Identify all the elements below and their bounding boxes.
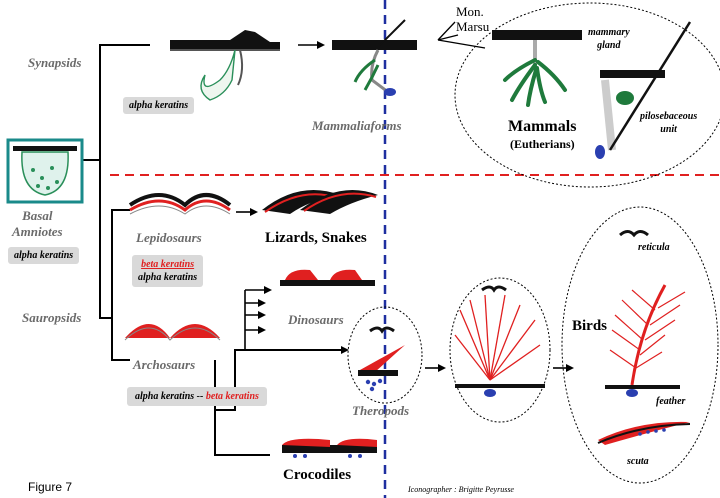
phylogeny-tree xyxy=(82,44,345,456)
protofeather-icon xyxy=(454,285,541,381)
basal-keratin-box: alpha keratins xyxy=(8,247,80,264)
mon-marsu-label: Mon. Marsu xyxy=(456,4,490,34)
protofeather-enclosure xyxy=(449,277,551,423)
eutherians-label: (Eutherians) xyxy=(510,137,575,151)
dinosaur-skin-icon xyxy=(280,269,375,286)
feather-icon xyxy=(609,284,686,386)
pilosebaceous-icon xyxy=(595,21,692,159)
lepidosaurs-label: Lepidosaurs xyxy=(136,230,202,245)
archosaur-keratin-box: alpha keratins -- beta keratins xyxy=(127,387,267,406)
mammary-gland-icon xyxy=(492,30,582,107)
mammaliaform-skin-icon xyxy=(332,19,417,96)
dinosaur-arrows xyxy=(244,289,268,350)
feather-label: feather xyxy=(656,396,686,407)
arrowheads xyxy=(258,286,349,354)
lepido-alpha-text: alpha keratins xyxy=(138,272,198,283)
scuta-label: scuta xyxy=(627,456,649,467)
synapsid-keratin-box: alpha keratins xyxy=(123,97,195,114)
lepido-beta-text: beta keratins xyxy=(141,259,195,270)
figure-label: Figure 7 xyxy=(28,480,73,494)
theropod-filament-icon xyxy=(358,326,405,392)
mammals-label: Mammals xyxy=(508,118,577,135)
mammaliaforms-label: Mammaliaforms xyxy=(312,118,402,133)
theropod-enclosure xyxy=(347,306,423,404)
lizards-snakes-label: Lizards, Snakes xyxy=(265,230,367,246)
birds-label: Birds xyxy=(572,318,608,334)
synapsid-skin-icon xyxy=(170,30,280,101)
reticula-label: reticula xyxy=(638,242,670,253)
archo-alpha-text: alpha keratins -- xyxy=(135,391,204,402)
lepidosaur-keratin-box: beta keratins alpha keratins xyxy=(132,255,204,287)
scuta-icon xyxy=(597,421,691,445)
sauropsids-label: Sauropsids xyxy=(22,310,82,325)
synapsids-label: Synapsids xyxy=(28,55,82,70)
archo-beta-text: beta keratins xyxy=(205,391,259,402)
reticula-icon xyxy=(619,230,649,238)
crocodiles-label: Crocodiles xyxy=(283,467,352,483)
basal-amniote-icon xyxy=(6,138,84,204)
snake-scale-icon xyxy=(262,190,378,214)
theropods-label: Theropods xyxy=(352,403,410,418)
archosaurs-label: Archosaurs xyxy=(133,357,196,372)
lepidosaur-skin-icon xyxy=(128,193,232,215)
archosaur-skin-icon xyxy=(124,324,221,341)
mammary-gland-label: mammary gland xyxy=(588,27,630,51)
basal-amniotes-label: Basal Amniotes xyxy=(12,208,63,239)
birds-enclosure xyxy=(561,206,719,484)
pilosebaceous-unit-label: pilosebaceous unit xyxy=(640,111,698,135)
credit-label: Iconographer : Brigitte Peyrusse xyxy=(408,485,514,494)
crocodile-skin-icon xyxy=(282,438,377,458)
dinosaurs-label: Dinosaurs xyxy=(288,312,344,327)
